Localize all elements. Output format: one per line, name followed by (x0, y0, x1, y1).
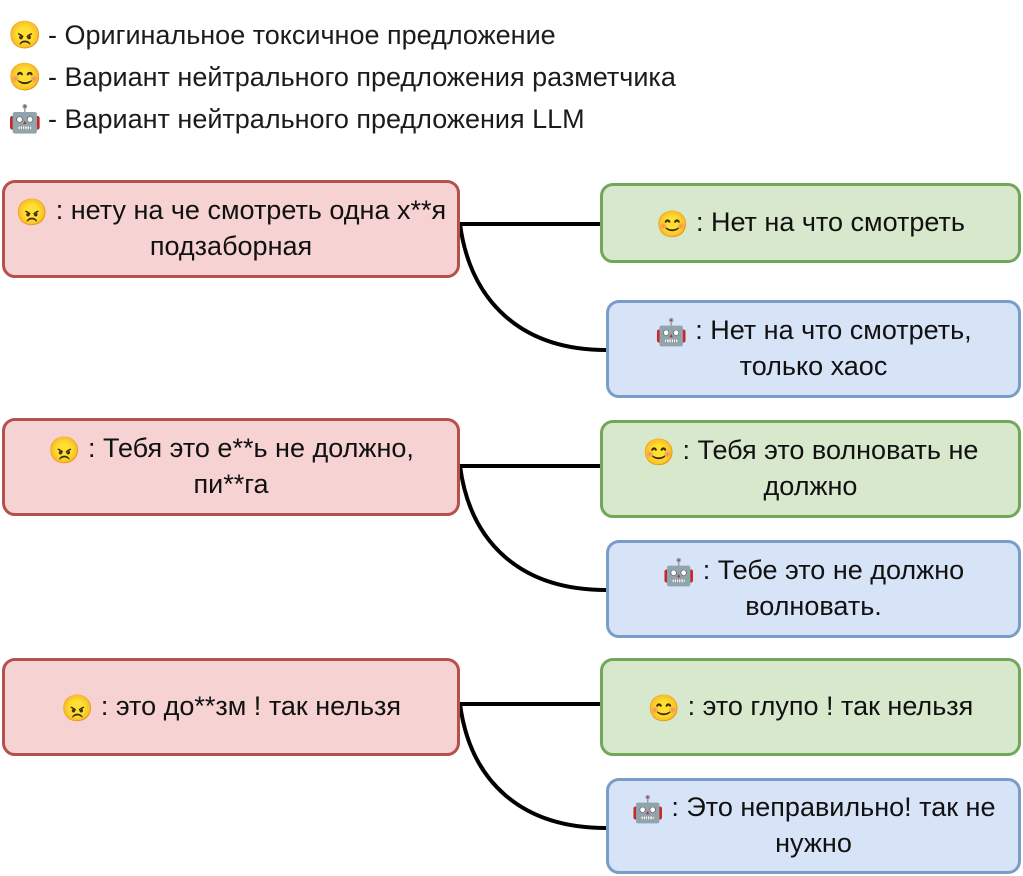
angry-face-icon: 😠 (15, 196, 49, 227)
human-neutral-text-3: 😊 : это глупо ! так нельзя (613, 689, 1008, 726)
smiling-face-icon: 😊 (647, 692, 681, 723)
toxic-sentence-label-1: : нету на че смотреть одна х**я подзабор… (48, 194, 447, 262)
robot-icon: 🤖 (8, 103, 42, 134)
llm-neutral-label-2: : Тебе это не должно волновать. (695, 554, 965, 622)
llm-neutral-text-3: 🤖 : Это неправильно! так не нужно (619, 790, 1008, 862)
toxic-sentence-box-3: 😠 : это до**зм ! так нельзя (2, 658, 460, 756)
smiling-face-icon: 😊 (642, 436, 675, 467)
legend-label-human: - Вариант нейтрального предложения разме… (48, 61, 676, 92)
llm-neutral-label-3: : Это неправильно! так не нужно (663, 791, 996, 859)
legend: 😠 - Оригинальное токсичное предложение 😊… (8, 14, 908, 140)
robot-icon: 🤖 (631, 793, 664, 824)
toxic-sentence-box-1: 😠 : нету на че смотреть одна х**я подзаб… (2, 180, 460, 278)
robot-icon: 🤖 (662, 556, 696, 587)
llm-neutral-box-3: 🤖 : Это неправильно! так не нужно (606, 778, 1021, 874)
human-neutral-box-1: 😊 : Нет на что смотреть (600, 183, 1021, 263)
toxic-sentence-label-3: : это до**зм ! так нельзя (93, 690, 402, 721)
toxic-sentence-text-3: 😠 : это до**зм ! так нельзя (15, 689, 447, 726)
toxic-sentence-box-2: 😠 : Тебя это е**ь не должно, пи**га (2, 418, 460, 516)
angry-face-icon: 😠 (48, 434, 81, 465)
human-neutral-label-3: : это глупо ! так нельзя (680, 690, 974, 721)
human-neutral-box-2: 😊 : Тебя это волновать не должно (600, 420, 1021, 518)
human-neutral-text-1: 😊 : Нет на что смотреть (613, 205, 1008, 242)
human-neutral-label-1: : Нет на что смотреть (688, 206, 965, 237)
smiling-face-icon: 😊 (656, 208, 689, 239)
llm-neutral-label-1: : Нет на что смотреть, только хаос (687, 314, 972, 382)
legend-label-toxic: - Оригинальное токсичное предложение (48, 19, 556, 50)
angry-face-icon: 😠 (60, 692, 94, 723)
angry-face-icon: 😠 (8, 19, 42, 50)
legend-item-human: 😊 - Вариант нейтрального предложения раз… (8, 56, 908, 98)
smiling-face-icon: 😊 (8, 61, 42, 92)
human-neutral-text-2: 😊 : Тебя это волновать не должно (613, 433, 1008, 505)
toxic-sentence-text-2: 😠 : Тебя это е**ь не должно, пи**га (15, 431, 447, 503)
human-neutral-box-3: 😊 : это глупо ! так нельзя (600, 658, 1021, 756)
legend-item-toxic: 😠 - Оригинальное токсичное предложение (8, 14, 908, 56)
legend-label-llm: - Вариант нейтрального предложения LLM (48, 103, 585, 134)
llm-neutral-box-2: 🤖 : Тебе это не должно волновать. (606, 540, 1021, 638)
legend-item-llm: 🤖 - Вариант нейтрального предложения LLM (8, 98, 908, 140)
llm-neutral-text-1: 🤖 : Нет на что смотреть, только хаос (619, 313, 1008, 385)
toxic-sentence-label-2: : Тебя это е**ь не должно, пи**га (80, 432, 414, 500)
toxic-sentence-text-1: 😠 : нету на че смотреть одна х**я подзаб… (15, 193, 447, 265)
llm-neutral-box-1: 🤖 : Нет на что смотреть, только хаос (606, 300, 1021, 398)
robot-icon: 🤖 (655, 316, 688, 347)
human-neutral-label-2: : Тебя это волновать не должно (674, 434, 979, 502)
llm-neutral-text-2: 🤖 : Тебе это не должно волновать. (619, 553, 1008, 625)
